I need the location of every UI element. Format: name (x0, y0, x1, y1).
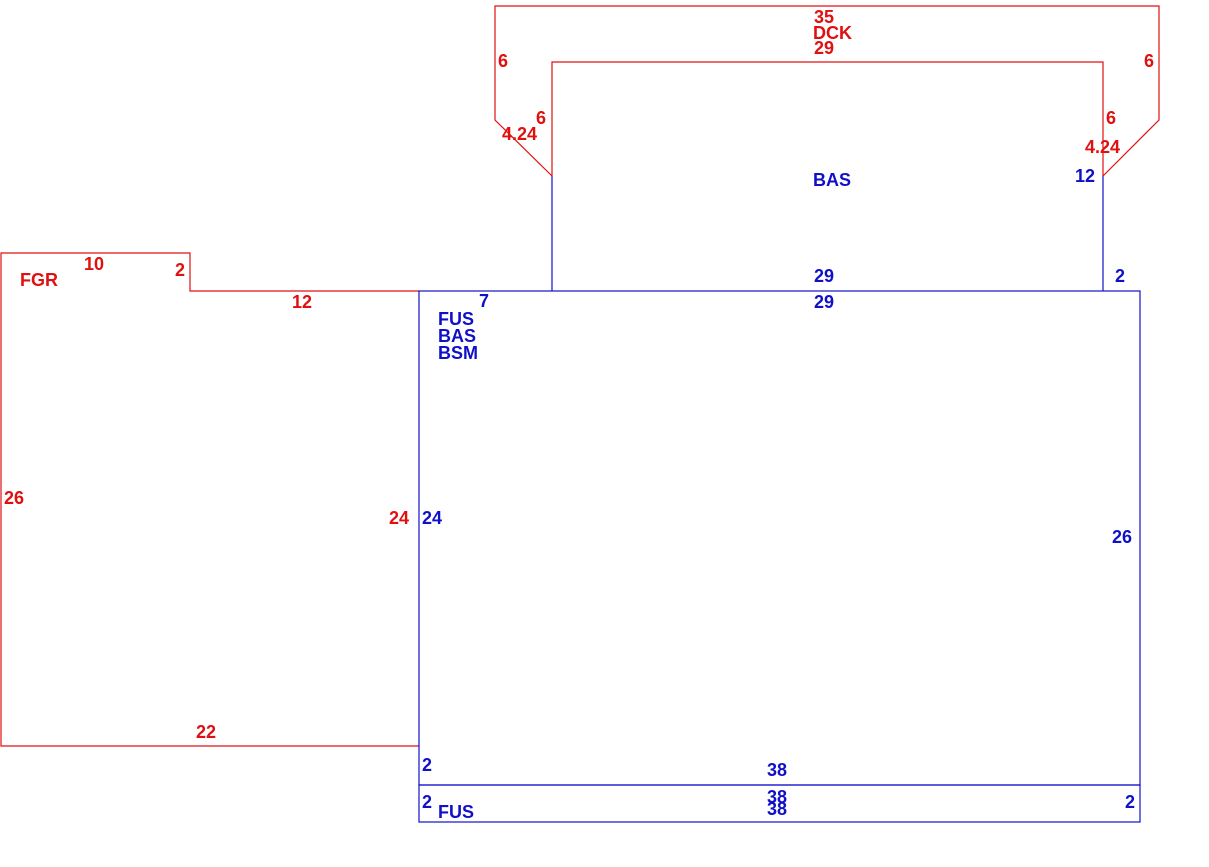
dim-fgr-top: 10 (84, 254, 104, 274)
dim-strip-bottom: 38 (767, 799, 787, 819)
dim-main-bottom-left: 2 (422, 755, 432, 775)
dim-bas-right: 12 (1075, 166, 1095, 186)
area-label-fgr: FGR (20, 270, 58, 290)
main-block-outline (418, 290, 1141, 786)
deck-inner-edge (551, 61, 1104, 176)
area-label-main-bsm: BSM (438, 343, 478, 363)
area-label-main-fus: FUS (438, 309, 474, 329)
bas-addition-walls (551, 176, 1104, 291)
dim-dck-top: 35 (814, 7, 834, 27)
dim-fgr-left: 26 (4, 488, 24, 508)
dim-main-top-right: 2 (1115, 266, 1125, 286)
dim-dck-left-inner: 6 (536, 108, 546, 128)
dim-fgr-bottom: 22 (196, 722, 216, 742)
dim-bas-bottom: 29 (814, 266, 834, 286)
dim-strip-top: 38 (767, 787, 787, 807)
dim-dck-left-diag: 4.24 (502, 124, 537, 144)
dim-fgr-mid: 12 (292, 292, 312, 312)
area-label-strip-fus: FUS (438, 802, 474, 822)
area-label-bas-addition: BAS (813, 170, 851, 190)
dim-strip-left: 2 (422, 792, 432, 812)
dim-main-left: 24 (422, 508, 442, 528)
dim-main-top: 29 (814, 292, 834, 312)
dim-main-bottom: 38 (767, 760, 787, 780)
dim-fgr-step: 2 (175, 260, 185, 280)
deck-outline (494, 5, 1160, 177)
dim-dck-right-diag: 4.24 (1085, 137, 1120, 157)
dim-dck-right-outer: 6 (1144, 51, 1154, 71)
garage-outline (0, 252, 419, 747)
dim-dck-inner-top: 29 (814, 38, 834, 58)
dim-strip-right: 2 (1125, 792, 1135, 812)
dim-fgr-right: 24 (389, 508, 409, 528)
area-label-main-bas: BAS (438, 326, 476, 346)
bottom-fus-strip (418, 784, 1141, 823)
dim-main-top-left: 7 (479, 291, 489, 311)
dim-dck-left-outer: 6 (498, 51, 508, 71)
area-label-dck: DCK (813, 23, 852, 43)
dim-main-right: 26 (1112, 527, 1132, 547)
dim-dck-right-inner: 6 (1106, 108, 1116, 128)
